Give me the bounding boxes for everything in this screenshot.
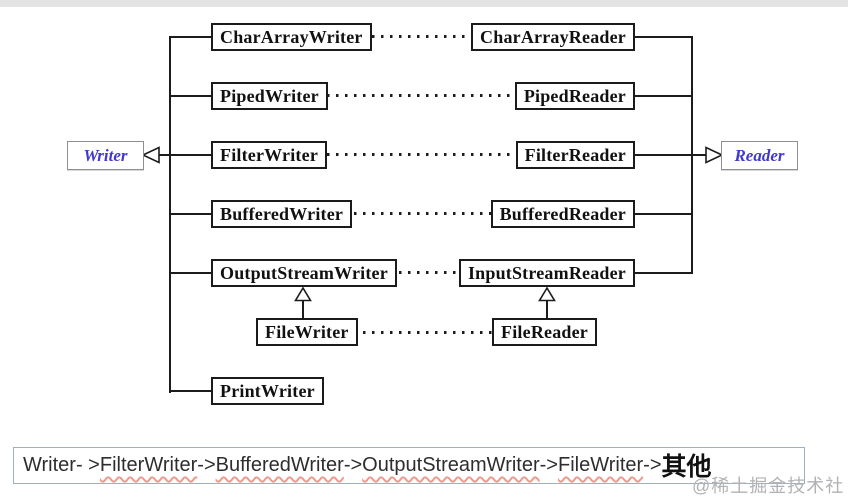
stub-filterreader [630,154,708,156]
chain-part: OutputStreamWriter [362,454,540,476]
class-label: PipedReader [523,85,626,106]
chain-arrow: -> [343,454,363,476]
class-label: OutputStreamWriter [220,262,388,283]
class-box-inputstreamreader: InputStreamReader [458,259,635,287]
inheritance-arrow-reader-icon [705,146,723,164]
class-box-writer: Writer [67,141,144,170]
inheritance-arrow-filewriter-icon [294,287,312,302]
stub-bufferedreader [630,213,692,215]
class-box-filewriter: FileWriter [256,318,358,346]
class-label-reader: Reader [734,145,785,165]
chain-part: BufferedWriter [215,454,344,476]
chain-part: FilterWriter [99,454,198,476]
class-box-filereader: FileReader [492,318,597,346]
class-box-chararrayreader: CharArrayReader [471,23,635,51]
class-box-printwriter: PrintWriter [211,377,324,405]
class-box-bufferedwriter: BufferedWriter [211,200,353,228]
stub-printwriter [169,390,215,392]
dashed-link-chararray [300,35,560,38]
stub-outputstreamwriter [169,272,215,274]
stub-filterwriter [157,154,215,156]
class-box-chararraywriter: CharArrayWriter [211,23,372,51]
stub-chararraywriter [169,36,215,38]
stub-inputstreamreader [630,272,692,274]
chain-arrow: - > [75,454,100,476]
chain-part: Writer [23,454,76,476]
chain-arrow: -> [197,454,216,476]
class-label: FilterReader [524,144,626,165]
dashed-link-file [300,331,560,334]
class-box-outputstreamwriter: OutputStreamWriter [211,259,397,287]
class-box-filterwriter: FilterWriter [211,141,328,169]
class-box-filterreader: FilterReader [515,141,635,169]
dashed-link-filter [300,153,560,156]
chain-part: FileWriter [557,454,644,476]
dashed-link-piped [300,94,560,97]
class-box-pipedreader: PipedReader [514,82,635,110]
watermark-text: @稀土掘金技术社区 [692,476,845,496]
chain-part-others: 其他 [661,452,712,481]
stub-chararrayreader [630,36,692,38]
chain-arrow: -> [643,454,662,476]
filereader-connector-line [546,301,548,319]
class-label: FilterWriter [220,144,319,165]
dashed-link-stream [300,271,560,274]
class-label: InputStreamReader [467,262,626,283]
inheritance-chain-bar: Writer- >FilterWriter->BufferedWriter->O… [13,447,805,484]
stub-pipedwriter [169,95,215,97]
class-box-reader: Reader [721,141,798,170]
class-box-bufferedreader: BufferedReader [490,200,635,228]
stub-bufferedwriter [169,213,215,215]
top-edge-strip [0,0,848,7]
class-label: PipedWriter [220,85,319,106]
class-label: FileReader [501,321,588,342]
class-label: FileWriter [265,321,349,342]
class-label: BufferedReader [499,203,626,224]
dashed-link-buffered [300,212,560,215]
stub-pipedreader [630,95,692,97]
inheritance-arrow-writer-icon [142,146,160,164]
class-label: CharArrayWriter [220,26,363,47]
class-box-pipedwriter: PipedWriter [211,82,328,110]
inheritance-arrow-filereader-icon [538,287,556,302]
class-label: BufferedWriter [220,203,344,224]
filewriter-connector-line [302,301,304,319]
chain-arrow: -> [539,454,558,476]
class-label-writer: Writer [83,145,128,165]
class-label: CharArrayReader [480,26,626,47]
class-label: PrintWriter [220,380,315,401]
